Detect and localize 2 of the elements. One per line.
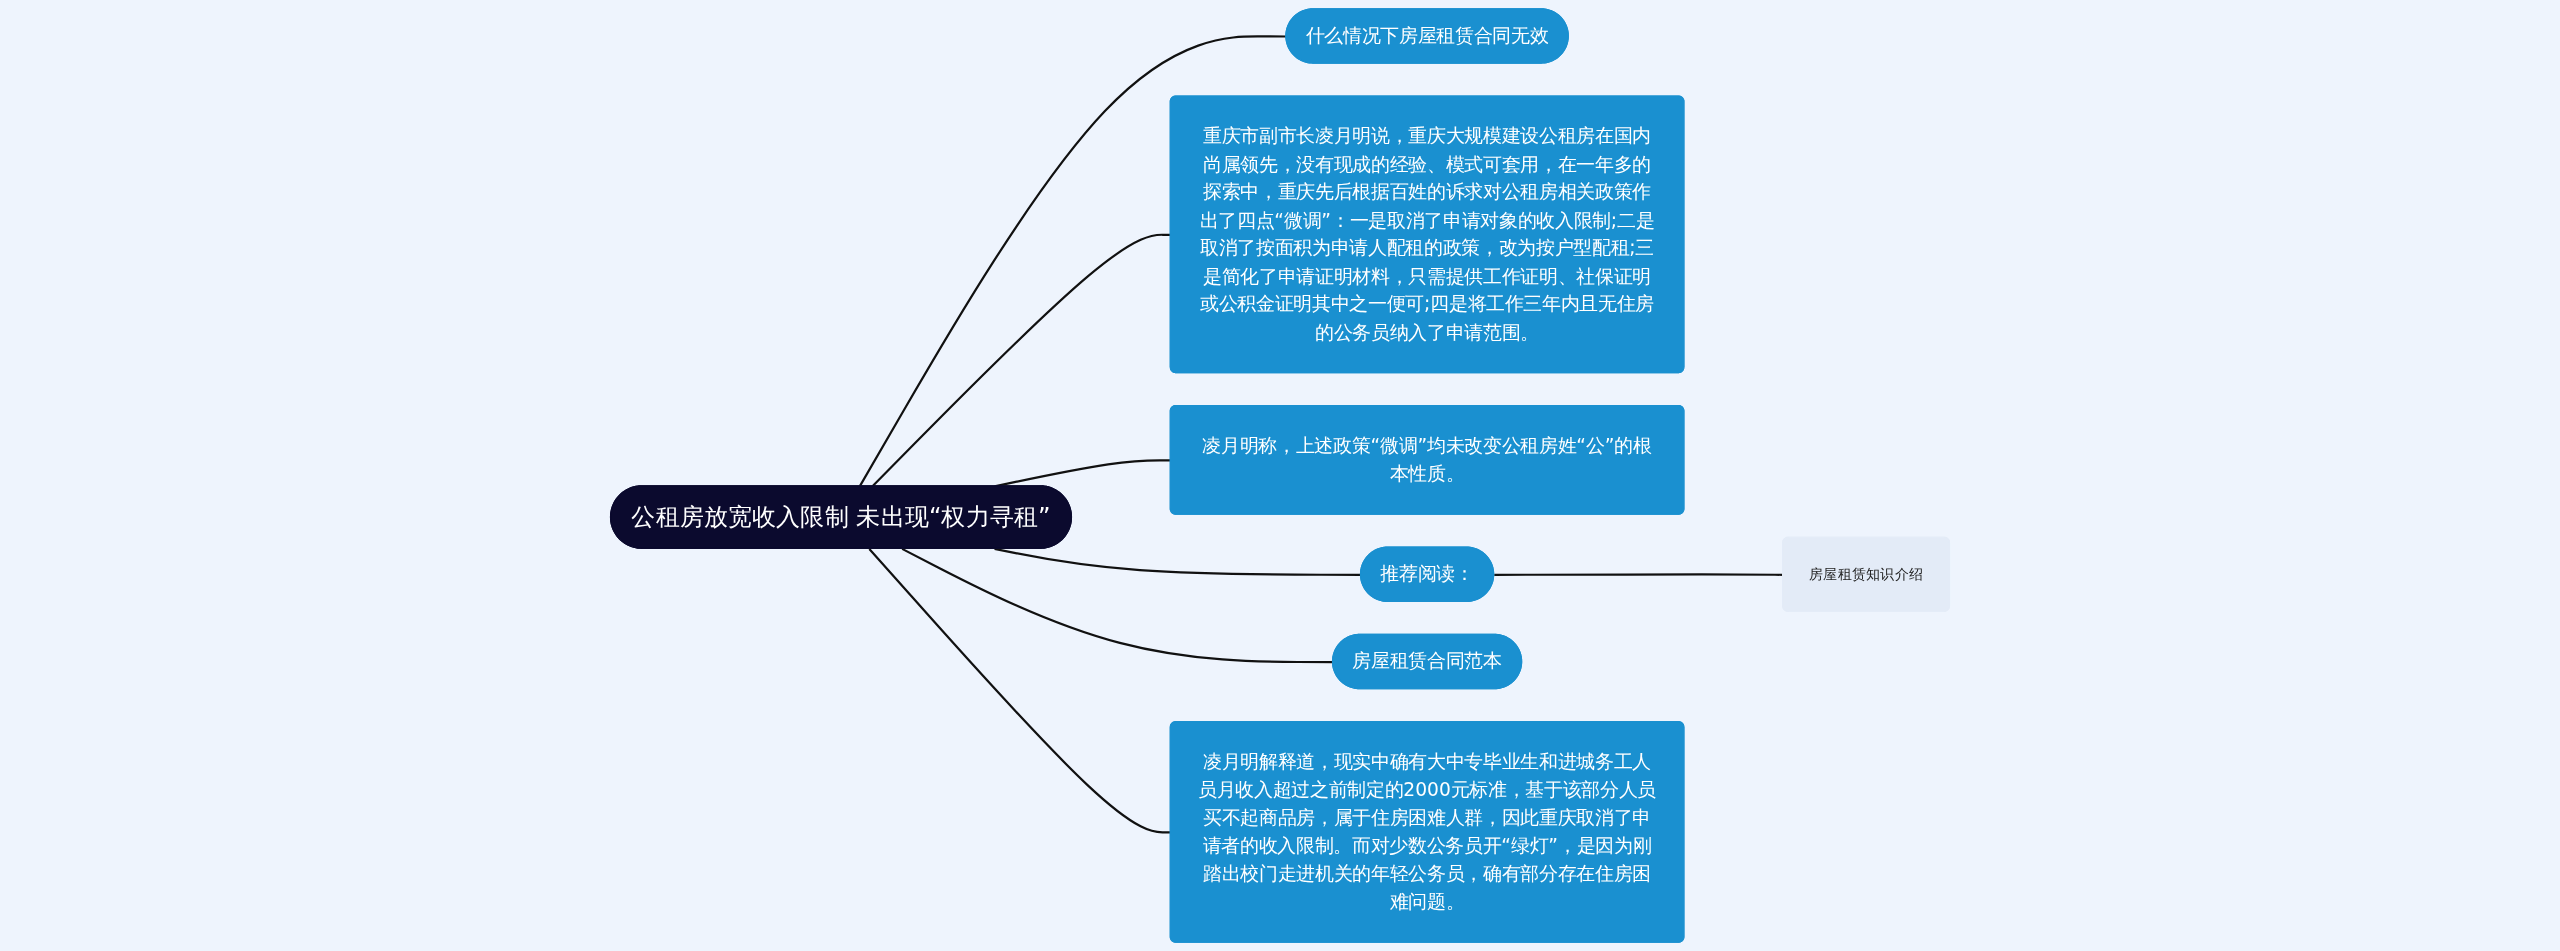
connector <box>868 548 1171 834</box>
connector <box>858 35 1287 487</box>
